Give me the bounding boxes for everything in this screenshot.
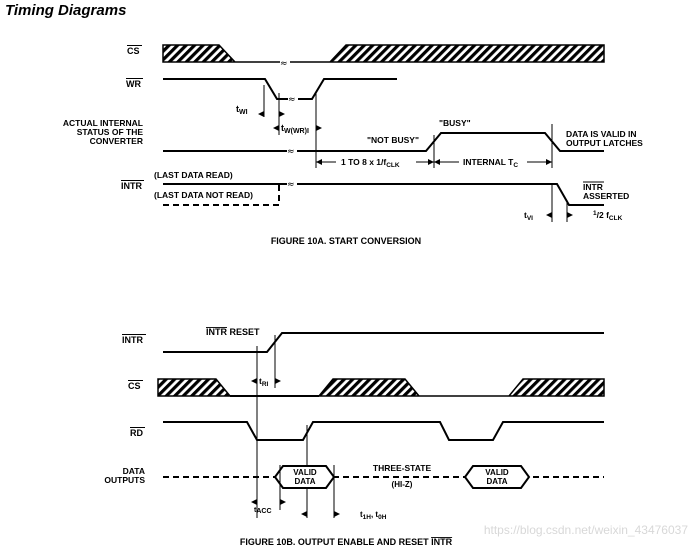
valid-data-2-line2: DATA — [486, 477, 507, 486]
tacc-label: tACC — [254, 507, 272, 515]
status-break-mask — [287, 146, 297, 155]
last-not-read-label: (LAST DATA NOT READ) — [154, 190, 253, 200]
status-waveform — [163, 132, 604, 152]
tvi-arrows — [546, 212, 573, 218]
status-label-line1: ACTUAL INTERNAL — [63, 118, 143, 128]
cs-break-icon: ≈ — [280, 59, 288, 69]
figure-10a: CS ≈ WR ≈ tWI tW(WR)I ACTUAL INTERNAL ST… — [63, 44, 643, 246]
valid-data-2-line1: VALID — [485, 468, 509, 477]
cs-b-waveform — [157, 378, 605, 397]
cs-waveform — [162, 44, 605, 63]
clk-dim-arrows — [316, 159, 552, 165]
intr-break-icon: ≈ — [287, 180, 295, 190]
figure-10b: INTR RESET INTR tRI CS RD DATA OUTPUTS V… — [104, 327, 605, 547]
figure-10b-caption: FIGURE 10B. OUTPUT ENABLE AND RESET INTR — [240, 537, 453, 547]
last-read-label: (LAST DATA READ) — [154, 170, 233, 180]
t1h-t0h-label: t1H, t0H — [360, 510, 387, 521]
clk-text-bg — [336, 155, 416, 167]
intr-b-label: INTR — [122, 335, 143, 345]
figure-10a-caption: FIGURE 10A. START CONVERSION — [271, 236, 421, 246]
cs-label: CS — [127, 46, 140, 56]
wr-waveform — [163, 78, 397, 100]
rd-waveform — [163, 421, 604, 441]
tacc-arrows — [251, 499, 286, 505]
half-fclk-label: 1/2 fCLK — [593, 210, 623, 222]
intr-label: INTR — [121, 181, 142, 191]
intr-break-mask — [287, 179, 297, 188]
twwr-label: tW(WR)I — [281, 123, 309, 135]
wr-label: WR — [126, 79, 141, 89]
asserted-bottom: ASSERTED — [583, 191, 629, 201]
twi-arrow — [258, 111, 285, 117]
three-state-label: THREE-STATE — [373, 463, 432, 473]
valid-label-line2: OUTPUT LATCHES — [566, 138, 643, 148]
tvi-label: tVI — [524, 210, 533, 222]
clk-text: 1 TO 8 x 1/fCLK — [341, 157, 400, 169]
intr-waveform — [163, 183, 604, 206]
data-outputs-line2: OUTPUTS — [104, 475, 145, 485]
intr-reset-label: INTR RESET — [206, 327, 260, 337]
status-label-line3: CONVERTER — [90, 136, 143, 146]
t1h-arrows — [301, 511, 340, 517]
cs-break-mask — [280, 58, 290, 67]
twi-label: tWI — [236, 104, 248, 116]
valid-data-2-shape — [463, 465, 531, 489]
status-label-line2: STATUS OF THE — [77, 127, 144, 137]
watermark: https://blog.csdn.net/weixin_43476037 — [484, 523, 688, 537]
page-title: Timing Diagrams — [5, 2, 126, 19]
wr-break-mask — [288, 94, 298, 103]
hiz-label: (HI-Z) — [392, 480, 413, 489]
status-break-icon: ≈ — [287, 147, 295, 157]
busy-label: "BUSY" — [439, 118, 471, 128]
asserted-top: INTR — [583, 182, 603, 192]
twwr-arrow — [273, 125, 322, 131]
not-busy-label: "NOT BUSY" — [367, 135, 419, 145]
cs-b-label: CS — [128, 381, 141, 391]
internal-text-bg — [459, 155, 527, 167]
valid-label-line1: DATA IS VALID IN — [566, 129, 637, 139]
valid-data-1-line2: DATA — [294, 477, 315, 486]
valid-data-1-line1: VALID — [293, 468, 317, 477]
intr-dashed-waveform — [163, 184, 280, 206]
data-outputs-line1: DATA — [123, 466, 145, 476]
tri-label: tRI — [259, 376, 269, 388]
wr-break-icon: ≈ — [288, 95, 296, 105]
internal-tc-text: INTERNAL TC — [463, 157, 518, 169]
tri-arrows — [251, 378, 281, 384]
rd-label: RD — [130, 428, 143, 438]
